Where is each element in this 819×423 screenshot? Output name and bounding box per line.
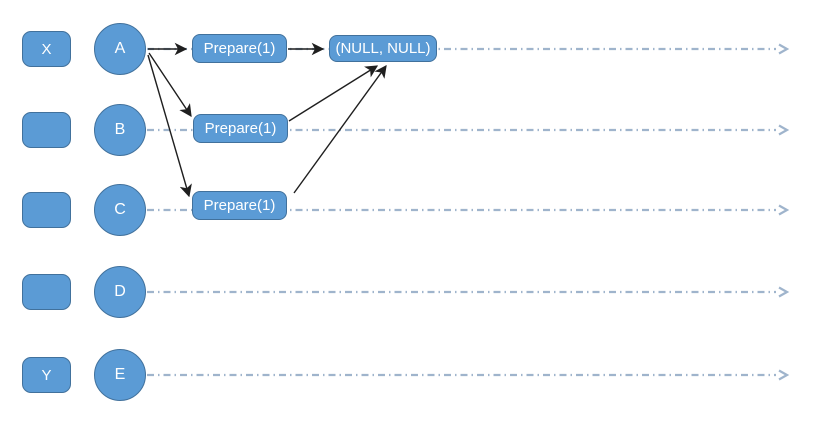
arrow-a-to-prepare-c — [147, 54, 192, 198]
arrow-prepare-c-to-null — [293, 64, 387, 194]
terminal-box-x: X — [22, 31, 71, 67]
terminal-box-y: Y — [22, 357, 71, 393]
arrow-a-to-prepare-b — [148, 52, 192, 118]
timeline-arrowhead-icon — [778, 43, 790, 55]
prepare-box-lane-a: Prepare(1) — [192, 34, 287, 63]
terminal-box-blank-b — [22, 112, 71, 148]
timeline-arrowhead-icon — [778, 369, 790, 381]
timeline-arrowhead-icon — [778, 124, 790, 136]
prepare-box-lane-c: Prepare(1) — [192, 191, 287, 220]
timeline-arrowhead-icon — [778, 204, 790, 216]
timeline-arrowhead-icon — [778, 286, 790, 298]
actor-node-e: E — [94, 349, 146, 401]
actor-node-c: C — [94, 184, 146, 236]
arrow-prepare-b-to-null — [288, 65, 379, 122]
prepare-box-lane-b: Prepare(1) — [193, 114, 288, 143]
actor-node-d: D — [94, 266, 146, 318]
null-result-box: (NULL, NULL) — [329, 35, 437, 62]
actor-node-b: B — [94, 104, 146, 156]
terminal-box-blank-c — [22, 192, 71, 228]
terminal-box-blank-d — [22, 274, 71, 310]
actor-node-a: A — [94, 23, 146, 75]
